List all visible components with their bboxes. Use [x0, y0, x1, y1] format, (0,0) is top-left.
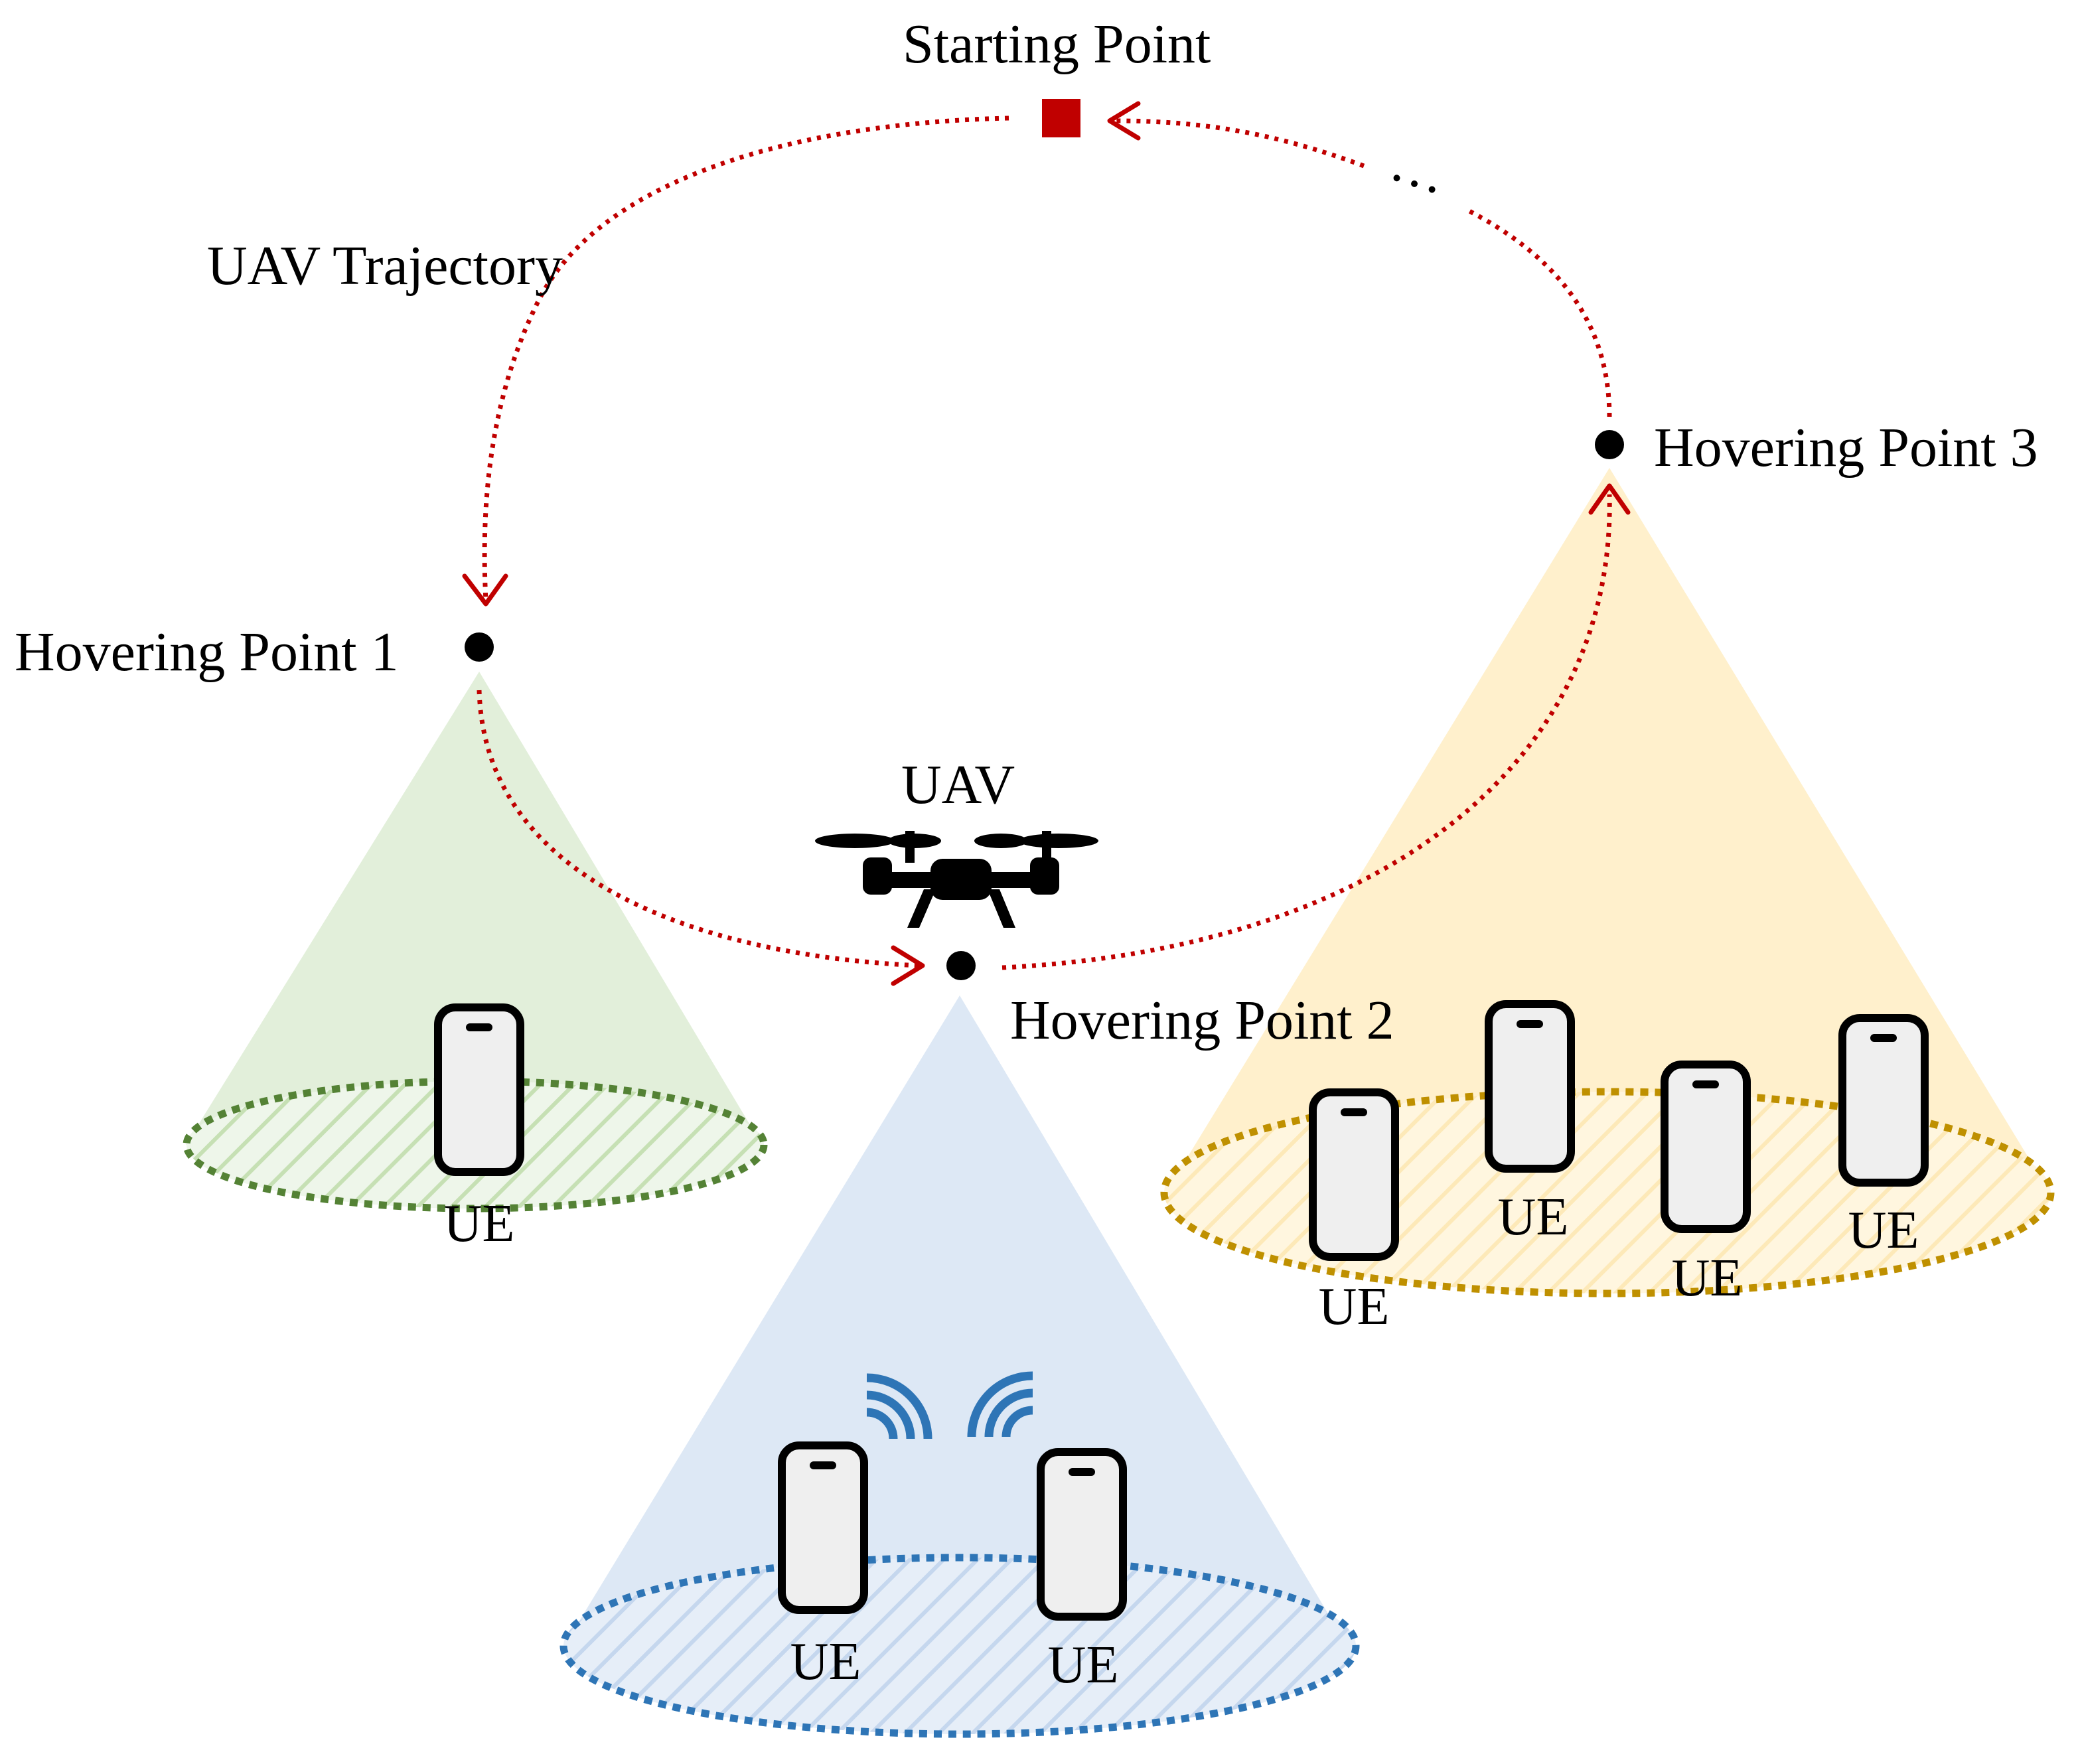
coverage-area-2: [559, 1554, 1360, 1738]
hovering-point-2-label: Hovering Point 2: [1010, 990, 1394, 1051]
ue-label: UE: [1848, 1201, 1919, 1260]
hovering-point-1-label: Hovering Point 1: [15, 621, 399, 683]
trajectory-gap-to-start: [1114, 118, 1365, 169]
arrowhead-to-hp3: [1588, 483, 1631, 515]
ue-phone-icon: [1313, 1092, 1395, 1257]
arrowhead-to-hp2: [891, 945, 925, 986]
trajectory-label: UAV Trajectory: [207, 235, 563, 297]
ue-label: UE: [790, 1633, 861, 1691]
starting-point-marker: [1042, 99, 1080, 137]
ue-phone-icon: [438, 1007, 520, 1172]
ue-phone-icon: [782, 1445, 864, 1610]
ue-label: UE: [1048, 1636, 1119, 1694]
hovering-point-1-marker: [465, 632, 494, 662]
coverage-cone-1: [186, 672, 762, 1145]
ue-label: UE: [1672, 1249, 1743, 1307]
coverage-cone-3: [1175, 468, 2041, 1178]
ue-phone-icon: [1665, 1065, 1747, 1229]
ue-phone-icon: [1489, 1004, 1571, 1169]
arrowhead-to-hp1: [462, 573, 508, 607]
trajectory-hp3-to-gap: [1464, 206, 1612, 417]
trajectory-ellipsis: ···: [1378, 146, 1451, 222]
ue-label: UE: [1498, 1188, 1569, 1246]
uav-label: UAV: [901, 754, 1015, 816]
hovering-point-3-label: Hovering Point 3: [1654, 417, 2038, 478]
hovering-point-2-marker: [946, 951, 976, 980]
trajectory-start-to-hp1: [482, 115, 1009, 601]
ue-label: UE: [1319, 1278, 1390, 1336]
starting-point-label: Starting Point: [903, 13, 1211, 75]
trajectory-hp1-to-hp2: [477, 690, 920, 968]
drone-icon: [815, 831, 1098, 928]
ue-phone-icon: [1041, 1452, 1123, 1617]
arrowhead-to-start: [1107, 101, 1141, 141]
trajectory-hp2-to-hp3: [1002, 494, 1612, 970]
ue-phone-icon: [1842, 1018, 1925, 1183]
signal-icon-left: [866, 1373, 932, 1439]
hovering-point-3-marker: [1595, 430, 1624, 459]
ue-label: UE: [444, 1195, 515, 1253]
signal-icon-right: [967, 1371, 1033, 1437]
coverage-cone-2: [564, 995, 1347, 1646]
